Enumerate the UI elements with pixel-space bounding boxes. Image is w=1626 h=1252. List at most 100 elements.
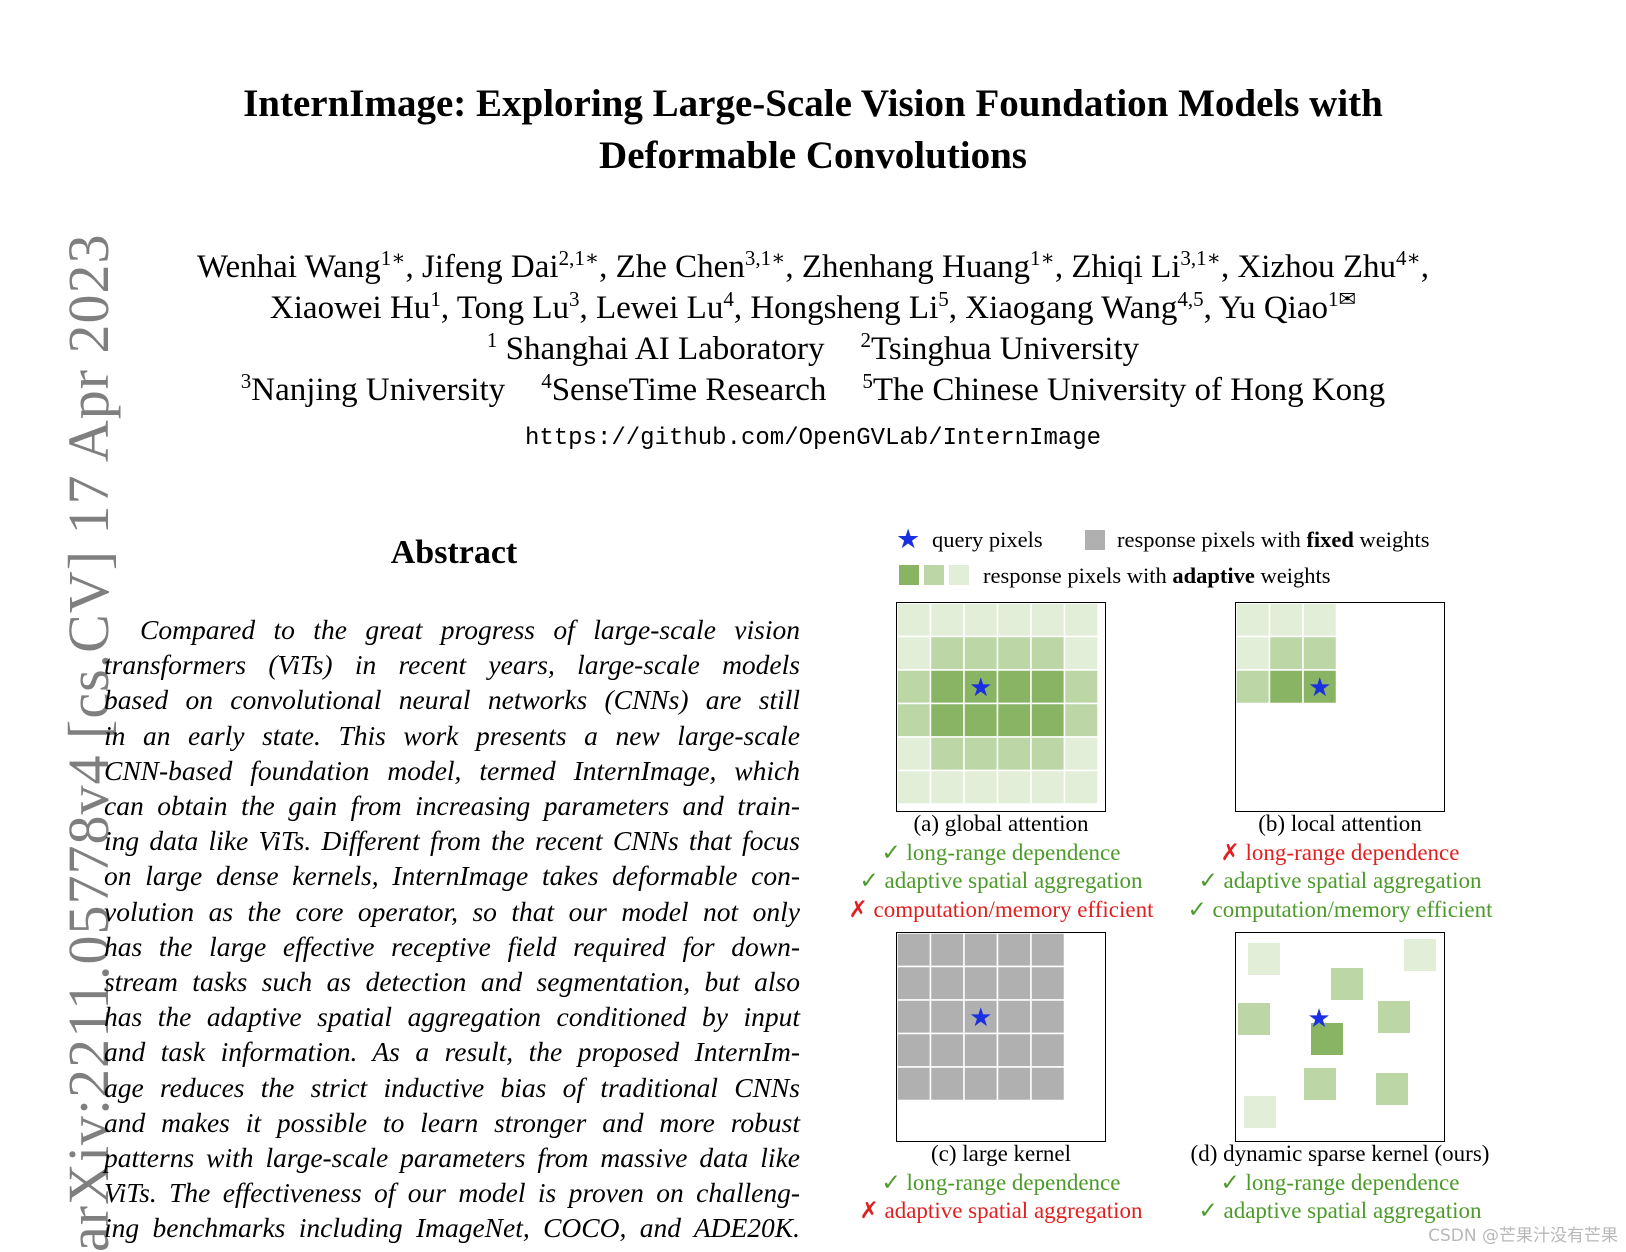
response-cell bbox=[929, 769, 965, 805]
sampled-response-cell bbox=[1304, 1068, 1336, 1100]
adaptive-weight-mid-swatch-icon bbox=[924, 565, 944, 585]
property-supported: ✓ adaptive spatial aggregation bbox=[859, 868, 1143, 893]
author-affiliation-mark: 1∗ bbox=[1030, 246, 1055, 270]
response-cell bbox=[963, 603, 999, 638]
title-line-2: Deformable Convolutions bbox=[599, 134, 1027, 177]
response-cell bbox=[996, 635, 1032, 671]
title-line-1: InternImage: Exploring Large-Scale Visio… bbox=[243, 82, 1383, 125]
response-cell bbox=[929, 702, 965, 738]
response-cell bbox=[1063, 702, 1099, 738]
panel-c-caption: (c) large kernel✓ long-range dependence✗… bbox=[841, 1140, 1161, 1226]
property-supported: ✓ long-range dependence bbox=[881, 839, 1121, 865]
response-cell bbox=[1030, 999, 1066, 1035]
author-affiliation-mark: 5 bbox=[938, 287, 949, 311]
query-star-icon: ★ bbox=[896, 524, 921, 554]
project-url[interactable]: https://github.com/OpenGVLab/InternImage bbox=[524, 425, 1102, 452]
abstract-heading: Abstract bbox=[390, 534, 518, 571]
abstract-line: Compared to the great progress of large-… bbox=[140, 614, 800, 645]
affiliation-number: 3 bbox=[240, 369, 252, 393]
abstract-line: age reduces the strict inductive bias of… bbox=[104, 1071, 800, 1103]
abstract-line: ing benchmarks including ImageNet, COCO,… bbox=[104, 1212, 800, 1244]
response-cell bbox=[1063, 603, 1099, 638]
response-cell bbox=[1030, 702, 1066, 738]
response-cell bbox=[996, 669, 1032, 705]
response-cell bbox=[996, 769, 1032, 805]
response-cell bbox=[897, 669, 932, 705]
abstract-line: ing data like ViTs. Different from the r… bbox=[104, 825, 800, 857]
abstract-line: patterns with large-scale parameters fro… bbox=[104, 1142, 800, 1174]
panel-b-diagram: ★ bbox=[1235, 602, 1445, 812]
affiliation-name: Shanghai AI Laboratory bbox=[497, 331, 825, 367]
author-name: Xiaowei Hu bbox=[269, 290, 431, 326]
property-supported: ✓ long-range dependence bbox=[881, 1169, 1121, 1195]
affiliation-name: The Chinese University of Hong Kong bbox=[872, 372, 1386, 408]
response-cell bbox=[1063, 769, 1099, 805]
adaptive-weight-dark-swatch-icon bbox=[899, 565, 919, 585]
author-affiliation-mark: 2,1∗ bbox=[558, 246, 600, 270]
response-cell bbox=[897, 999, 932, 1035]
sampled-response-cell bbox=[1248, 943, 1280, 975]
response-cell bbox=[897, 1066, 932, 1102]
watermark: CSDN @芒果汁没有芒果 bbox=[1428, 1226, 1618, 1246]
author-name: Zhe Chen bbox=[615, 249, 745, 285]
affiliation-name: Tsinghua University bbox=[871, 331, 1140, 367]
abstract-line: ViTs. The effectiveness of our model is … bbox=[104, 1177, 800, 1209]
response-cell bbox=[1236, 635, 1271, 671]
panel-caption-title: (b) local attention bbox=[1258, 811, 1422, 836]
response-cell bbox=[1030, 965, 1066, 1001]
query-star-icon: ★ bbox=[969, 1003, 992, 1033]
author-name: Yu Qiao bbox=[1218, 290, 1328, 326]
response-cell bbox=[996, 702, 1032, 738]
response-cell bbox=[1030, 635, 1066, 671]
response-cell bbox=[929, 669, 965, 705]
property-supported: ✓ computation/memory efficient bbox=[1187, 896, 1493, 922]
author-block: Wenhai Wang1∗, Jifeng Dai2,1∗, Zhe Chen3… bbox=[100, 247, 1526, 411]
author-name: Jifeng Dai bbox=[422, 249, 559, 285]
property-supported: ✓ adaptive spatial aggregation bbox=[1198, 1198, 1482, 1223]
sampled-response-cell bbox=[1376, 1073, 1408, 1105]
response-cell bbox=[929, 635, 965, 671]
response-cell bbox=[1030, 933, 1066, 968]
response-cell bbox=[963, 933, 999, 968]
response-cell bbox=[1302, 669, 1338, 705]
fixed-weight-swatch-icon bbox=[1085, 530, 1105, 550]
abstract-line: has the large effective receptive field … bbox=[104, 930, 800, 962]
response-cell bbox=[1268, 669, 1304, 705]
property-unsupported: ✗ computation/memory efficient bbox=[848, 896, 1154, 922]
response-cell bbox=[996, 603, 1032, 638]
response-cell bbox=[996, 933, 1032, 968]
panel-caption-title: (c) large kernel bbox=[930, 1141, 1072, 1166]
author-affiliation-mark: 3 bbox=[568, 287, 580, 311]
panel-caption-title: (a) global attention bbox=[913, 811, 1089, 836]
author-name: Xizhou Zhu bbox=[1237, 249, 1396, 285]
affiliation-name: SenseTime Research bbox=[551, 372, 827, 408]
author-affiliation-mark: 3,1∗ bbox=[1180, 246, 1221, 270]
affiliation-number: 1 bbox=[486, 328, 498, 352]
response-cell bbox=[1030, 1066, 1066, 1102]
author-name: Wenhai Wang bbox=[196, 249, 381, 285]
abstract-line: and makes it possible to learn stronger … bbox=[104, 1106, 800, 1138]
abstract-line: based on convolutional neural networks (… bbox=[104, 684, 800, 716]
author-affiliation-mark: 4∗ bbox=[1396, 246, 1421, 270]
author-name: Zhenhang Huang bbox=[801, 249, 1031, 285]
author-name: Tong Lu bbox=[456, 290, 569, 326]
response-cell bbox=[897, 736, 932, 772]
author-name: Lewei Lu bbox=[595, 290, 724, 326]
response-cell bbox=[996, 736, 1032, 772]
affiliation-name: Nanjing University bbox=[251, 372, 506, 408]
abstract-line: transformers (ViTs) in recent years, lar… bbox=[104, 649, 800, 681]
response-cell bbox=[1302, 635, 1338, 671]
response-cell bbox=[1268, 603, 1304, 638]
legend-adaptive: response pixels with adaptive weights bbox=[983, 563, 1331, 588]
panel-a-caption: (a) global attention ✓ long-range depende… bbox=[841, 810, 1161, 924]
query-star-icon: ★ bbox=[1308, 673, 1331, 703]
author-affiliation-mark: 4,5 bbox=[1177, 287, 1204, 311]
response-cell bbox=[929, 1066, 965, 1102]
query-star-icon: ★ bbox=[969, 673, 992, 703]
response-cell bbox=[963, 965, 999, 1001]
author-affiliation-mark: 1✉ bbox=[1327, 287, 1357, 311]
panel-a-diagram: ★ bbox=[896, 602, 1106, 812]
abstract-line: on large dense kernels, InternImage take… bbox=[104, 860, 800, 892]
response-cell bbox=[963, 635, 999, 671]
